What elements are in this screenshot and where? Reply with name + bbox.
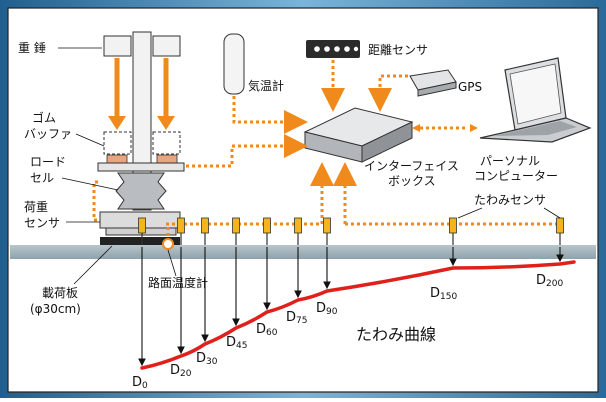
deflection-curve-line	[140, 260, 576, 370]
label-load-sensor-2: センサ	[24, 216, 60, 230]
deflection-sensor	[177, 217, 185, 234]
label-rubber-buffer-1: ゴム	[32, 110, 56, 125]
diagram-panel	[7, 7, 599, 393]
deflection-point-label: D45	[226, 335, 247, 351]
weight-block	[152, 35, 181, 57]
interface-box	[303, 107, 414, 163]
deflection-sensor	[449, 217, 457, 234]
deflection-sensor	[138, 217, 146, 234]
deflection-sensor	[556, 217, 564, 234]
deflection-point-label: D60	[256, 322, 278, 338]
weight-block	[103, 35, 132, 57]
label-pc-2: コンピューター	[474, 169, 558, 183]
label-air-thermometer: 気温計	[248, 78, 284, 93]
deflection-point-label: D90	[316, 301, 338, 317]
label-distance-sensor: 距離センサ	[368, 43, 428, 57]
deflection-sensors	[138, 217, 564, 245]
deflection-arrows	[138, 247, 564, 367]
rubber-buffer	[152, 131, 181, 155]
deflection-sensor	[232, 217, 240, 234]
label-deflection-curve: たわみ曲線	[356, 325, 436, 344]
air-thermometer	[223, 33, 245, 95]
label-road-thermometer: 路面温度計	[148, 275, 208, 290]
label-gps: GPS	[458, 80, 482, 94]
distance-sensor	[306, 40, 360, 58]
deflection-sensor	[201, 217, 209, 234]
deflection-point-label: D30	[196, 351, 218, 367]
deflection-point-label: D0	[132, 375, 148, 391]
label-load-cell-2: セル	[30, 171, 54, 185]
label-load-sensor-1: 荷重	[24, 200, 48, 214]
loading-plate	[100, 237, 180, 245]
rubber-buffer	[103, 131, 132, 155]
deflection-point-label: D150	[430, 286, 457, 302]
label-rubber-buffer-2: バッファ	[24, 127, 72, 141]
label-pc-1: パーソナル	[480, 154, 540, 168]
deflection-point-label: D75	[286, 310, 307, 326]
label-loading-plate-1: 載荷板	[42, 286, 78, 300]
label-load-cell-1: ロード	[30, 155, 66, 169]
label-loading-plate-2: (φ30cm)	[30, 302, 81, 316]
deflection-point-label: D200	[536, 273, 563, 289]
laptop-pc	[479, 57, 592, 143]
signal-lines	[92, 60, 560, 236]
label-deflection-sensor: たわみセンサ	[474, 193, 546, 207]
label-interface-box-1: インターフェイス	[364, 159, 459, 173]
deflection-sensor	[294, 217, 302, 234]
road-surface	[10, 245, 596, 259]
deflection-sensor	[263, 217, 271, 234]
label-interface-box-2: ボックス	[388, 174, 436, 188]
deflection-sensor	[323, 217, 331, 234]
label-weight: 重 錘	[18, 40, 46, 55]
deflection-point-label: D20	[170, 363, 192, 379]
load-cell	[115, 172, 167, 210]
road-thermometer	[162, 238, 174, 250]
